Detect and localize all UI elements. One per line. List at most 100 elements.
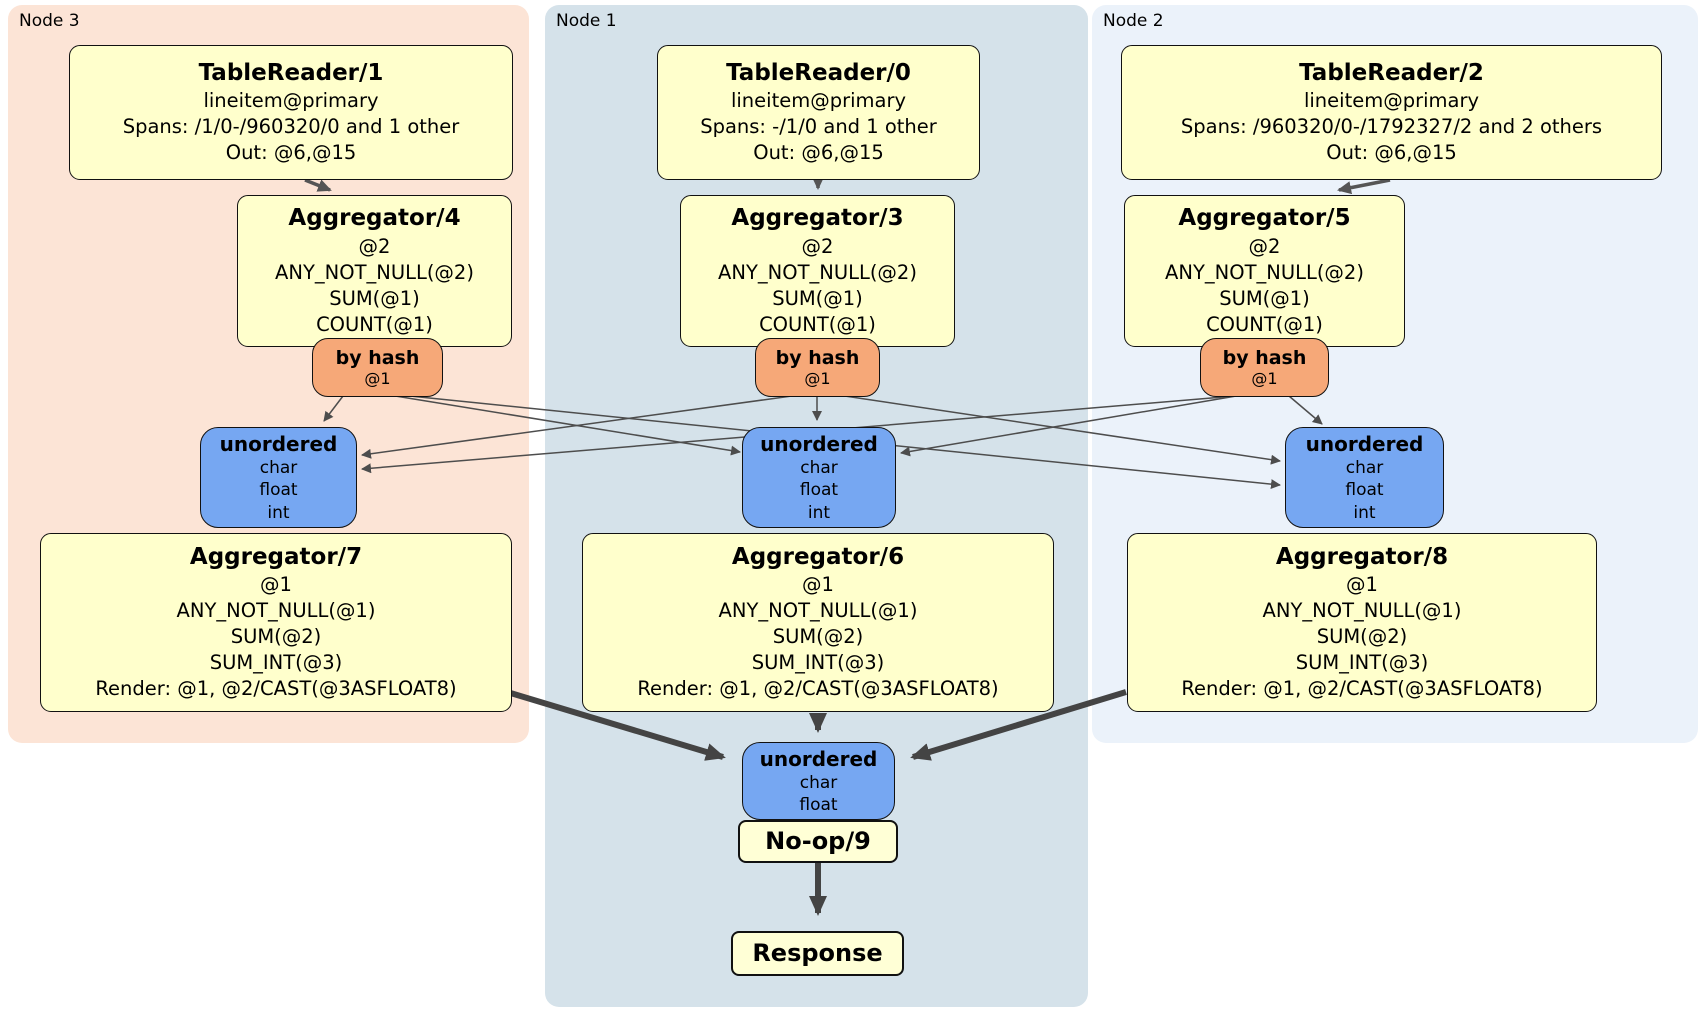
processor-detail: lineitem@primary — [730, 89, 907, 113]
sync-title: unordered — [760, 432, 878, 457]
router-detail: @1 — [1251, 368, 1278, 388]
edge-router1-sync2 — [837, 394, 1281, 465]
processor-detail: Spans: /1/0-/960320/0 and 1 other — [122, 115, 460, 139]
node1-unordered-sync: unordered char float int — [742, 427, 896, 528]
processor-detail: Out: @6,@15 — [1326, 141, 1457, 165]
node3-byhash-router: by hash @1 — [312, 338, 443, 397]
processor-detail: ANY_NOT_NULL(@1) — [176, 599, 376, 623]
edge-router3-sync3 — [323, 395, 344, 422]
sync-detail: int — [267, 502, 290, 523]
sync-detail: char — [800, 458, 838, 479]
sync-detail: float — [259, 480, 298, 501]
processor-detail: @2 — [1248, 234, 1281, 258]
processor-detail: lineitem@primary — [203, 89, 379, 113]
edge-agg7-finalsync — [506, 689, 726, 761]
processor-detail: @2 — [801, 234, 834, 258]
processor-detail: @1 — [802, 573, 834, 597]
node3-tablereader-box: TableReader/1 lineitem@primary Spans: /1… — [69, 45, 513, 180]
processor-detail: Render: @1, @2/CAST(@3ASFLOAT8) — [95, 677, 457, 701]
node1-aggregator-bottom-box: Aggregator/6 @1 ANY_NOT_NULL(@1) SUM(@2)… — [582, 533, 1054, 712]
processor-detail: @2 — [358, 234, 391, 258]
router-title: by hash — [775, 346, 860, 369]
edge-agg8-finalsync — [910, 689, 1127, 761]
node2-byhash-router: by hash @1 — [1200, 338, 1329, 397]
processor-detail: SUM(@1) — [772, 286, 863, 310]
node1-tablereader-box: TableReader/0 lineitem@primary Spans: -/… — [657, 45, 980, 180]
processor-detail: @1 — [1346, 573, 1378, 597]
node2-unordered-sync: unordered char float int — [1285, 427, 1444, 528]
node2-label: Node 2 — [1103, 11, 1164, 31]
sync-detail: float — [799, 480, 839, 501]
sync-detail: float — [799, 795, 838, 815]
sync-detail: char — [799, 772, 838, 793]
processor-detail: ANY_NOT_NULL(@2) — [718, 260, 917, 284]
processor-detail: Out: @6,@15 — [753, 141, 884, 165]
processor-title: Aggregator/4 — [288, 205, 461, 232]
processor-detail: COUNT(@1) — [316, 312, 433, 336]
sync-detail: int — [807, 502, 831, 523]
processor-detail: SUM_INT(@3) — [751, 651, 885, 675]
edge-tr1-agg4 — [304, 178, 332, 192]
processor-detail: Spans: /960320/0-/1792327/2 and 2 others — [1180, 115, 1603, 139]
processor-detail: lineitem@primary — [1303, 89, 1480, 113]
sync-title: unordered — [759, 746, 878, 771]
processor-title: TableReader/2 — [1299, 59, 1484, 86]
edge-router3-sync1 — [382, 393, 741, 456]
processor-detail: Render: @1, @2/CAST(@3ASFLOAT8) — [1181, 677, 1543, 701]
noop-box: No-op/9 — [738, 820, 898, 863]
sync-detail: float — [1345, 480, 1384, 501]
processor-detail: ANY_NOT_NULL(@2) — [275, 260, 474, 284]
processor-title: No-op/9 — [765, 827, 871, 856]
processor-detail: COUNT(@1) — [1206, 312, 1323, 336]
processor-detail: SUM_INT(@3) — [1295, 651, 1429, 675]
sync-detail: char — [259, 458, 298, 479]
processor-detail: SUM(@1) — [329, 286, 420, 310]
node1-byhash-router: by hash @1 — [755, 338, 880, 397]
sync-detail: char — [1345, 458, 1384, 479]
processor-title: Aggregator/8 — [1275, 543, 1449, 570]
processor-detail: @1 — [260, 573, 292, 597]
node3-unordered-sync: unordered char float int — [200, 427, 357, 528]
node1-label: Node 1 — [556, 11, 617, 31]
node2-aggregator-bottom-box: Aggregator/8 @1 ANY_NOT_NULL(@1) SUM(@2)… — [1127, 533, 1597, 712]
router-title: by hash — [335, 346, 420, 369]
processor-detail: ANY_NOT_NULL(@2) — [1165, 260, 1364, 284]
processor-detail: SUM_INT(@3) — [209, 651, 343, 675]
node3-aggregator-top-box: Aggregator/4 @2 ANY_NOT_NULL(@2) SUM(@1)… — [237, 195, 512, 347]
node2-tablereader-box: TableReader/2 lineitem@primary Spans: /9… — [1121, 45, 1662, 180]
edge-tr2-agg5 — [1337, 178, 1391, 195]
edge-router1-sync3 — [361, 394, 800, 459]
processor-detail: Render: @1, @2/CAST(@3ASFLOAT8) — [637, 677, 999, 701]
router-detail: @1 — [804, 368, 831, 388]
node1-aggregator-top-box: Aggregator/3 @2 ANY_NOT_NULL(@2) SUM(@1)… — [680, 195, 955, 347]
edge-router2-sync1 — [900, 394, 1243, 457]
node3-aggregator-bottom-box: Aggregator/7 @1 ANY_NOT_NULL(@1) SUM(@2)… — [40, 533, 512, 712]
response-box: Response — [731, 931, 904, 976]
processor-detail: ANY_NOT_NULL(@1) — [718, 599, 918, 623]
processor-detail: SUM(@2) — [230, 625, 322, 649]
sync-detail: int — [1353, 502, 1376, 523]
processor-title: Aggregator/7 — [189, 543, 363, 570]
router-title: by hash — [1222, 346, 1307, 369]
sync-title: unordered — [1305, 432, 1424, 457]
router-detail: @1 — [364, 368, 391, 388]
processor-detail: SUM(@1) — [1219, 286, 1310, 310]
processor-detail: COUNT(@1) — [759, 312, 876, 336]
processor-title: TableReader/1 — [198, 59, 384, 86]
processor-detail: Spans: -/1/0 and 1 other — [700, 115, 937, 139]
sync-title: unordered — [219, 432, 338, 457]
processor-title: Aggregator/5 — [1178, 205, 1351, 232]
final-unordered-sync: unordered char float — [742, 742, 895, 820]
node3-label: Node 3 — [19, 11, 80, 31]
processor-title: Response — [752, 939, 883, 968]
processor-title: TableReader/0 — [726, 59, 911, 86]
processor-detail: Out: @6,@15 — [225, 141, 357, 165]
processor-detail: SUM(@2) — [1316, 625, 1408, 649]
node2-aggregator-top-box: Aggregator/5 @2 ANY_NOT_NULL(@2) SUM(@1)… — [1124, 195, 1405, 347]
processor-title: Aggregator/6 — [731, 543, 905, 570]
processor-detail: ANY_NOT_NULL(@1) — [1262, 599, 1462, 623]
processor-detail: SUM(@2) — [772, 625, 864, 649]
processor-title: Aggregator/3 — [731, 205, 904, 232]
